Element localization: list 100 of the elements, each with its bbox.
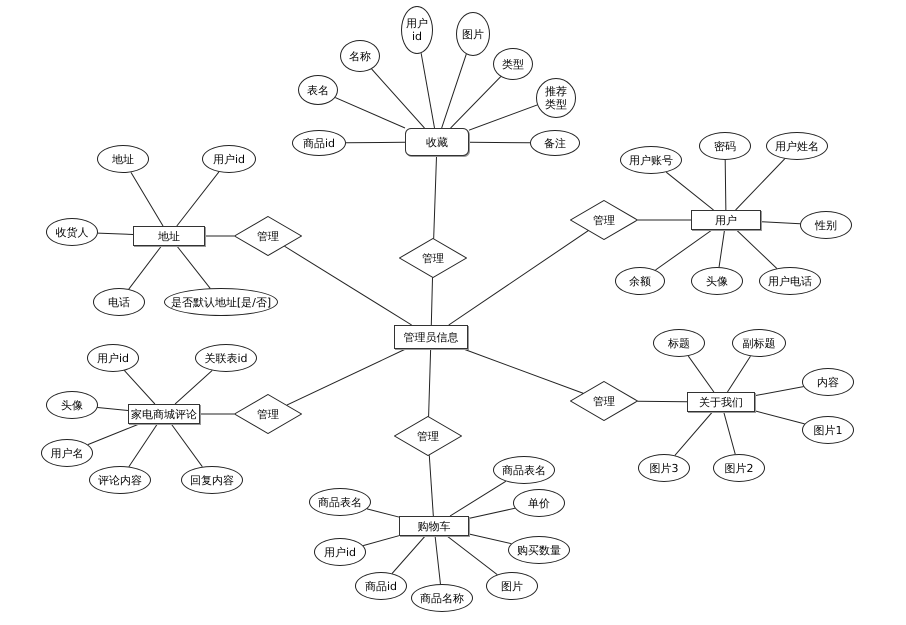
connector-line [430, 277, 433, 326]
connector-line [371, 68, 425, 128]
attribute-ellipse: 备注 [530, 130, 580, 156]
entity-box: 关于我们 [687, 392, 755, 412]
connector-line [726, 356, 751, 392]
connector-line [433, 156, 438, 239]
connector-line [760, 221, 801, 224]
attribute-ellipse: 图片2 [713, 454, 765, 482]
connector-line [468, 508, 516, 519]
connector-line [97, 407, 128, 411]
attribute-ellipse: 类型 [493, 48, 533, 80]
connector-line [666, 172, 714, 210]
attribute-ellipse: 图片 [486, 572, 538, 600]
attribute-ellipse: 用户账号 [620, 146, 682, 174]
attribute-ellipse: 推荐类型 [536, 78, 576, 118]
connector-line [346, 142, 406, 144]
connector-line [128, 424, 158, 468]
attribute-ellipse: 图片1 [802, 416, 854, 444]
attribute-ellipse: 回复内容 [181, 466, 243, 494]
relationship-diamond: 管理 [234, 394, 302, 434]
connector-line [446, 536, 498, 576]
connector-line [468, 104, 538, 131]
connector-line [637, 400, 688, 402]
attribute-ellipse: 用户id [401, 6, 433, 54]
connector-line [334, 97, 406, 129]
attribute-ellipse: 商品表名 [309, 488, 371, 516]
connector-line [174, 370, 213, 404]
relationship-diamond: 管理 [570, 200, 638, 240]
relationship-diamond: 管理 [234, 216, 302, 256]
attribute-ellipse: 表名 [298, 75, 338, 105]
relationship-diamond: 管理 [570, 381, 638, 421]
connector-line [462, 348, 584, 394]
connector-line [176, 171, 220, 226]
connector-line [754, 386, 804, 396]
relationship-diamond: 管理 [394, 416, 462, 456]
connector-line [428, 348, 432, 417]
attribute-ellipse: 用户id [314, 538, 366, 566]
connector-line [441, 54, 467, 128]
connector-line [128, 246, 162, 290]
connector-line [392, 536, 426, 574]
connector-line [655, 230, 712, 270]
connector-line [170, 424, 203, 468]
attribute-ellipse: 购买数量 [508, 536, 570, 564]
attribute-ellipse: 标题 [653, 329, 705, 357]
connector-line [124, 370, 156, 404]
attribute-ellipse: 性别 [800, 211, 852, 239]
connector-line [286, 348, 406, 406]
attribute-ellipse: 是否默认地址[是/否] [164, 288, 278, 316]
attribute-ellipse: 头像 [46, 391, 98, 419]
attribute-ellipse: 用户电话 [759, 267, 821, 295]
attribute-ellipse: 地址 [97, 145, 149, 173]
connector-line [688, 356, 714, 392]
attribute-ellipse: 收货人 [46, 218, 98, 246]
attribute-ellipse: 图片 [456, 12, 490, 56]
connector-line [718, 230, 726, 268]
entity-box: 购物车 [399, 516, 469, 536]
attribute-ellipse: 头像 [691, 267, 743, 295]
attribute-ellipse: 单价 [513, 489, 565, 517]
entity-box: 用户 [691, 210, 761, 230]
connector-line [434, 536, 441, 585]
connector-line [674, 412, 713, 456]
attribute-ellipse: 用户名 [41, 439, 93, 467]
connector-line [754, 410, 806, 424]
connector-line [366, 508, 400, 518]
attribute-ellipse: 电话 [93, 288, 145, 316]
attribute-ellipse: 内容 [802, 368, 854, 396]
entity-box: 地址 [133, 226, 205, 246]
entity-box: 收藏 [405, 128, 469, 156]
attribute-ellipse: 用户id [87, 344, 139, 372]
connector-line [130, 172, 164, 226]
attribute-ellipse: 商品id [355, 572, 407, 600]
connector-line [468, 142, 530, 144]
connector-line [284, 246, 412, 326]
entity-box: 家电商城评论 [128, 404, 200, 424]
attribute-ellipse: 余额 [615, 267, 665, 295]
connector-line [736, 230, 778, 269]
connector-line [450, 480, 506, 516]
relationship-diamond: 管理 [399, 238, 467, 278]
connector-line [97, 232, 134, 236]
connector-line [468, 534, 512, 544]
connector-line [428, 454, 434, 516]
connector-line [724, 160, 726, 210]
attribute-ellipse: 名称 [340, 40, 380, 72]
attribute-ellipse: 评论内容 [89, 466, 151, 494]
attribute-ellipse: 图片3 [638, 454, 690, 482]
connector-line [362, 535, 400, 546]
attribute-ellipse: 用户姓名 [766, 132, 828, 160]
connector-line [450, 76, 502, 128]
attribute-ellipse: 商品表名 [493, 456, 555, 484]
connector-line [176, 246, 211, 289]
entity-box: 管理员信息 [394, 325, 468, 349]
connector-line [420, 52, 435, 128]
attribute-ellipse: 商品id [292, 130, 346, 156]
connector-line [723, 412, 736, 455]
attribute-ellipse: 密码 [699, 132, 751, 160]
connector-line [448, 230, 589, 326]
connector-line [735, 158, 786, 210]
attribute-ellipse: 关联表id [195, 344, 257, 372]
connector-line [87, 424, 140, 446]
attribute-ellipse: 商品名称 [411, 584, 473, 612]
